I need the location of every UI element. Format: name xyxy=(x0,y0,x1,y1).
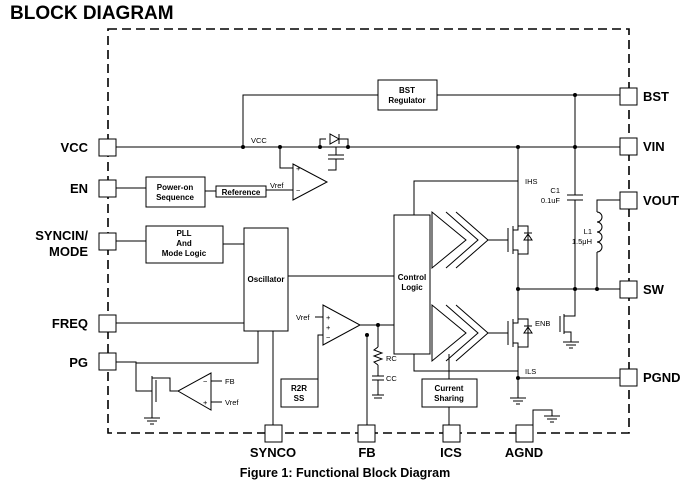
control-logic-label-1: Control xyxy=(398,273,426,282)
ls-gate-driver xyxy=(431,303,467,363)
pin-pgnd-label: PGND xyxy=(643,370,681,385)
l1-value-label: 1.5μH xyxy=(572,237,592,246)
pin-syncin-label: SYNCIN/ xyxy=(35,228,88,243)
junction-dots xyxy=(241,93,599,380)
pll-block-label-2: And xyxy=(176,239,192,248)
por-block-label-1: Power-on xyxy=(157,183,194,192)
pin-synco-box xyxy=(264,424,283,443)
vref-pg-label: Vref xyxy=(225,398,239,407)
pll-block-label-3: Mode Logic xyxy=(162,249,207,258)
pin-agnd-label: AGND xyxy=(505,445,543,460)
reference-block-label: Reference xyxy=(222,188,261,197)
pin-agnd-box xyxy=(515,424,534,443)
figure-caption: Figure 1: Functional Block Diagram xyxy=(239,466,451,480)
ea-minus: − xyxy=(326,333,331,342)
pll-block-label-1: PLL xyxy=(176,229,191,238)
power-on-sequence-block xyxy=(145,176,206,208)
control-logic-label-2: Logic xyxy=(401,283,423,292)
pin-synco-label: SYNCO xyxy=(250,445,296,460)
r2r-block-label-1: R2R xyxy=(291,384,307,393)
c1-label: C1 xyxy=(550,186,560,195)
rc-label: RC xyxy=(386,354,397,363)
bst-block-label-2: Regulator xyxy=(388,96,425,105)
pin-pgnd-box xyxy=(619,368,638,387)
pg-comp-plus: + xyxy=(203,398,208,407)
pin-bst-label: BST xyxy=(643,89,669,104)
pin-en-label: EN xyxy=(70,181,88,196)
enb-label: ENB xyxy=(535,319,550,328)
r2r-ss-block xyxy=(280,378,319,408)
pin-vout-label: VOUT xyxy=(643,193,679,208)
pin-vout-box xyxy=(619,191,638,210)
pg-comparator xyxy=(176,372,212,411)
oscillator-block xyxy=(243,227,289,332)
pin-pg-box xyxy=(98,352,117,371)
current-sharing-label-2: Sharing xyxy=(434,394,464,403)
pin-ics-label: ICS xyxy=(440,445,462,460)
c1-value-label: 0.1uF xyxy=(541,196,561,205)
pin-ics-box xyxy=(442,424,461,443)
pin-freq-box xyxy=(98,314,117,333)
vref-fb-label: Vref xyxy=(296,313,310,322)
cc-label: CC xyxy=(386,374,397,383)
vref-en-label: Vref xyxy=(270,181,284,190)
pin-pg-label: PG xyxy=(69,355,88,370)
bst-regulator-block xyxy=(377,79,438,111)
pin-vin-box xyxy=(619,137,638,156)
current-sharing-label-1: Current xyxy=(435,384,464,393)
ea-plus-1: + xyxy=(326,313,331,322)
oscillator-label: Oscillator xyxy=(248,275,285,284)
vcc-internal-label: VCC xyxy=(251,136,267,145)
por-block-label-2: Sequence xyxy=(156,193,194,202)
pin-bst-box xyxy=(619,87,638,106)
pg-comp-minus: − xyxy=(203,377,208,386)
pin-freq-label: FREQ xyxy=(52,316,88,331)
pin-mode-label: MODE xyxy=(49,244,88,259)
pin-syncin-box xyxy=(98,232,117,251)
bst-block-label-1: BST xyxy=(399,86,415,95)
pin-sw-label: SW xyxy=(643,282,665,297)
en-amp-minus: − xyxy=(296,186,301,195)
ea-plus-2: + xyxy=(326,323,331,332)
pin-vcc-box xyxy=(98,138,117,157)
page-title: BLOCK DIAGRAM xyxy=(10,3,174,24)
pin-fb-box xyxy=(357,424,376,443)
en-comparator xyxy=(292,163,329,201)
control-logic-block xyxy=(393,214,431,355)
pin-fb-label: FB xyxy=(358,445,375,460)
ils-label: ILS xyxy=(525,367,536,376)
en-amp-plus: + xyxy=(296,164,301,173)
fb-pg-label: FB xyxy=(225,377,235,386)
chip-boundary xyxy=(107,28,630,434)
hs-gate-driver xyxy=(431,210,467,270)
pin-vin-label: VIN xyxy=(643,139,665,154)
pin-sw-box xyxy=(619,280,638,299)
l1-label: L1 xyxy=(584,227,592,236)
error-amplifier xyxy=(322,304,362,346)
ihs-label: IHS xyxy=(525,177,538,186)
r2r-block-label-2: SS xyxy=(294,394,305,403)
pin-vcc-label: VCC xyxy=(61,140,89,155)
pin-en-box xyxy=(98,179,117,198)
